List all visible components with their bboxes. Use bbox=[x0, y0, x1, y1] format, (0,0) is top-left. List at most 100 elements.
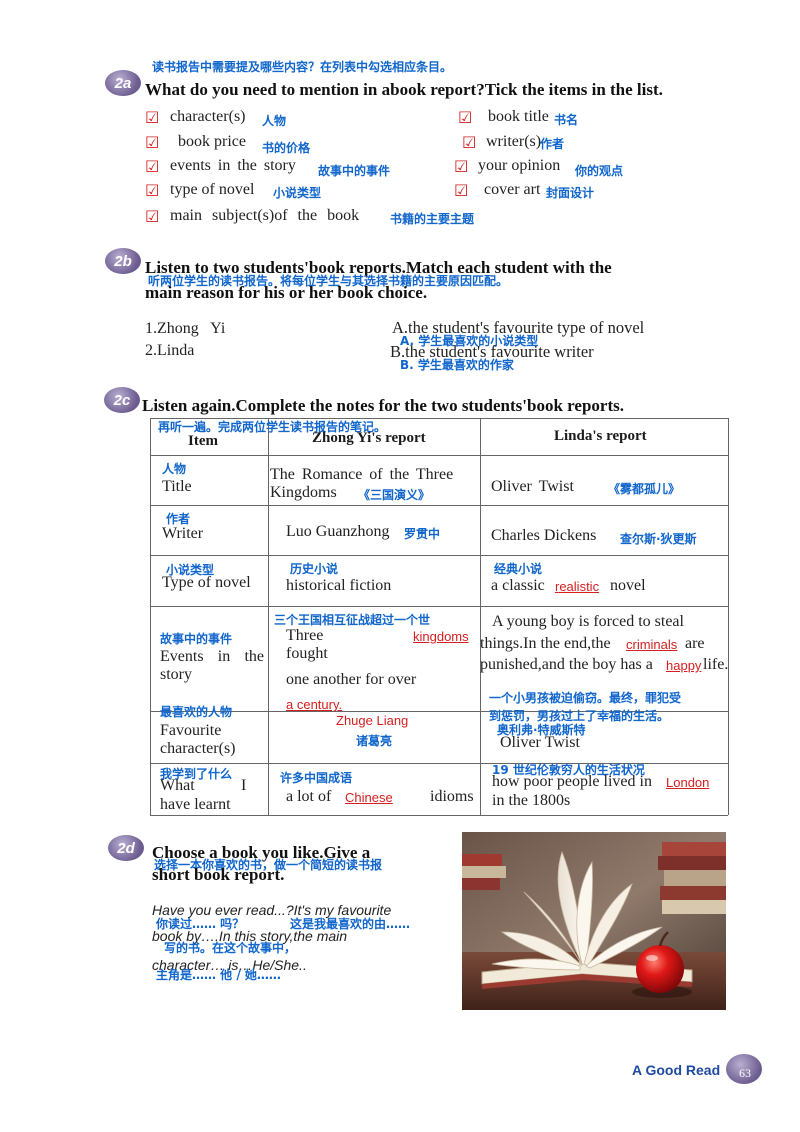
check-icon[interactable]: ☑ bbox=[462, 133, 477, 152]
item-writer-cn: 作者 bbox=[540, 137, 565, 151]
item-events: events in the story bbox=[170, 157, 296, 174]
2c-cn-instruction: 再听一遍。完成两位学生读书报告的笔记。 bbox=[158, 420, 387, 434]
2d-line1: Have you ever read...?It's my favourite bbox=[152, 902, 392, 918]
zy-learnt-answer: Chinese bbox=[345, 790, 393, 805]
linda-writer-cn: 查尔斯·狄更斯 bbox=[620, 532, 697, 546]
item-events-cn: 故事中的事件 bbox=[318, 164, 391, 178]
2b-instruction-line2: main reason for his or her book choice. bbox=[145, 283, 428, 302]
section-badge-2a: 2a bbox=[105, 70, 141, 96]
section-badge-2b: 2b bbox=[105, 248, 141, 274]
row-favourite-label: Favourite character(s) bbox=[160, 722, 236, 757]
check-icon[interactable]: ☑ bbox=[145, 207, 160, 226]
item-your-opinion-cn: 你的观点 bbox=[575, 164, 624, 178]
linda-learnt-cn: 19 世纪伦敦穷人的生活状况 bbox=[492, 763, 645, 777]
item-main-subject-cn: 书籍的主要主题 bbox=[390, 212, 475, 226]
2d-line2: book by….In this story,the main bbox=[152, 928, 348, 944]
2b-cn-instruction: 听两位学生的读书报告。将每位学生与其选择书籍的主要原因匹配。 bbox=[148, 274, 509, 288]
2c-instruction: Listen again.Complete the notes for the … bbox=[142, 396, 624, 415]
item-book-price: book price bbox=[178, 133, 246, 150]
footer-title: A Good Read bbox=[632, 1062, 721, 1078]
linda-favourite-cn: 奥利弗·特威斯特 bbox=[497, 723, 586, 737]
2d-instruction-line1: Choose a book you like.Give a bbox=[152, 843, 371, 862]
check-icon[interactable]: ☑ bbox=[454, 181, 469, 200]
item-book-price-cn: 书的价格 bbox=[262, 141, 311, 155]
linda-events-cn1: 一个小男孩被迫偷窃。最终，罪犯受 bbox=[489, 691, 682, 705]
row-learnt-cn: 我学到了什么 bbox=[160, 767, 233, 781]
match-right-a-cn: A. 学生最喜欢的小说类型 bbox=[400, 334, 539, 348]
linda-learnt-answer: London bbox=[666, 775, 710, 790]
book-apple-image bbox=[462, 832, 726, 1010]
zy-events-answer2: a century. bbox=[286, 697, 343, 712]
linda-favourite: Oliver Twist bbox=[500, 734, 580, 751]
linda-events-answer2: happy bbox=[666, 658, 702, 673]
linda-events-line3a: punished,and the boy has a bbox=[480, 656, 653, 673]
check-icon[interactable]: ☑ bbox=[145, 108, 160, 127]
zy-type-cn: 历史小说 bbox=[290, 562, 339, 576]
row-learnt-label-2: have learnt bbox=[160, 796, 231, 813]
row-type-cn: 小说类型 bbox=[166, 563, 215, 577]
linda-type-cn: 经典小说 bbox=[494, 562, 543, 576]
item-type-of-novel-cn: 小说类型 bbox=[273, 186, 322, 200]
2d-cn-line2: 这是我最喜欢的由…… bbox=[290, 917, 411, 931]
linda-writer: Charles Dickens bbox=[491, 527, 597, 544]
zy-title: The Romance of the Three Kingdoms bbox=[270, 466, 454, 501]
item-character-cn: 人物 bbox=[262, 114, 287, 128]
zy-writer: Luo Guanzhong bbox=[286, 523, 390, 540]
match-left-2: 2.Linda bbox=[145, 342, 195, 359]
item-cover-art: cover art bbox=[484, 181, 541, 198]
linda-events-cn2: 到惩罚，男孩过上了幸福的生活。 bbox=[489, 709, 670, 723]
linda-events-line1: A young boy is forced to steal bbox=[492, 613, 684, 630]
zy-title-cn: 《三国演义》 bbox=[358, 488, 431, 502]
row-title-cn: 人物 bbox=[162, 462, 187, 476]
zy-events-line1: Three bbox=[286, 627, 324, 644]
section-badge-2d: 2d bbox=[108, 835, 144, 861]
page-number-badge bbox=[726, 1054, 762, 1084]
zy-events-answer1: kingdoms bbox=[413, 629, 469, 644]
2d-cn-instruction: 选择一本你喜欢的书，做一个简短的读书报 bbox=[154, 858, 383, 872]
linda-title: Oliver Twist bbox=[491, 478, 574, 495]
check-icon[interactable]: ☑ bbox=[145, 181, 160, 200]
row-writer-label: Writer bbox=[162, 525, 204, 542]
2b-instruction-line1: Listen to two students'book reports.Matc… bbox=[145, 258, 612, 277]
check-icon[interactable]: ☑ bbox=[145, 133, 160, 152]
zy-events-line2: fought bbox=[286, 645, 328, 662]
item-your-opinion: your opinion bbox=[478, 157, 561, 174]
linda-events-line2b: are bbox=[685, 635, 705, 652]
item-cover-art-cn: 封面设计 bbox=[546, 186, 595, 200]
linda-type-pre: a classic bbox=[491, 577, 545, 594]
check-icon[interactable]: ☑ bbox=[458, 108, 473, 127]
zy-events-cn: 三个王国相互征战超过一个世 bbox=[274, 613, 431, 627]
row-events-cn: 故事中的事件 bbox=[160, 632, 233, 646]
linda-events-answer1: criminals bbox=[626, 637, 678, 652]
row-type-label: Type of novel bbox=[162, 574, 251, 591]
item-character: character(s) bbox=[170, 108, 246, 125]
match-right-b-cn: B. 学生最喜欢的作家 bbox=[400, 358, 514, 372]
zy-learnt-post: idioms bbox=[430, 788, 474, 805]
2d-cn-line1: 你读过…… 吗？ bbox=[156, 917, 245, 931]
2d-line3: character… is…He/She.. bbox=[152, 957, 307, 973]
zy-learnt-pre: a lot of bbox=[286, 788, 332, 805]
linda-events-line3b: life. bbox=[703, 656, 729, 673]
match-right-b: B.the student's favourite writer bbox=[390, 342, 594, 361]
row-learnt-label-1b: I bbox=[241, 777, 247, 794]
item-main-subject: main subject(s)of the book bbox=[170, 207, 360, 224]
2d-cn-line4: 主角是…… 他 / 她…… bbox=[156, 968, 281, 982]
row-events-label: Events in the story bbox=[160, 648, 264, 683]
linda-title-cn: 《雾都孤儿》 bbox=[608, 482, 681, 496]
zy-favourite-answer: Zhuge Liang bbox=[336, 713, 409, 728]
page-number: 63 bbox=[739, 1066, 751, 1080]
match-left-1: 1.Zhong Yi bbox=[145, 320, 226, 337]
linda-learnt-pre: how poor people lived in bbox=[492, 773, 652, 790]
row-learnt-label-1a: What bbox=[160, 777, 195, 794]
linda-learnt-post: in the 1800s bbox=[492, 792, 571, 809]
check-icon[interactable]: ☑ bbox=[454, 157, 469, 176]
item-book-title-cn: 书名 bbox=[554, 113, 579, 127]
item-type-of-novel: type of novel bbox=[170, 181, 255, 198]
2d-cn-line3: 写的书。在这个故事中， bbox=[164, 941, 297, 955]
zy-type: historical fiction bbox=[286, 577, 392, 594]
2a-cn-instruction: 读书报告中需要提及哪些内容？在列表中勾选相应条目。 bbox=[152, 60, 453, 74]
zy-writer-cn: 罗贯中 bbox=[404, 527, 441, 541]
zy-learnt-cn: 许多中国成语 bbox=[280, 771, 353, 785]
linda-events-line2a: things.In the end,the bbox=[480, 635, 611, 652]
check-icon[interactable]: ☑ bbox=[145, 157, 160, 176]
